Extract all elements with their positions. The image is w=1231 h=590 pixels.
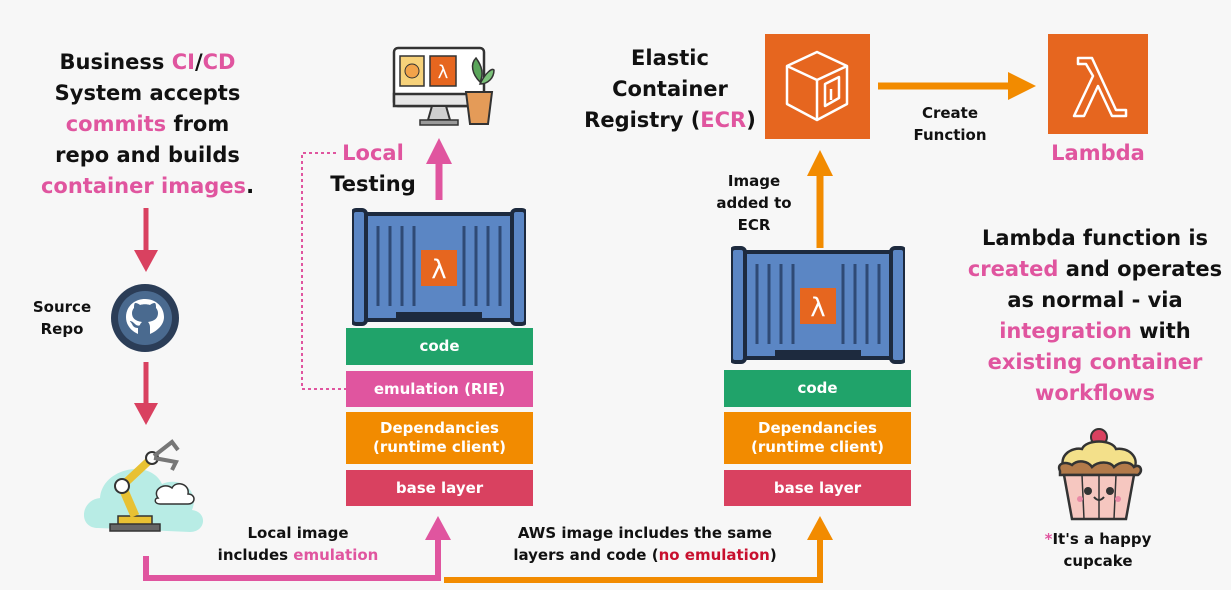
- local-layer-base: base layer: [346, 470, 533, 506]
- local-layer-code: code: [346, 328, 533, 365]
- arrow-to-ecr: [807, 150, 833, 248]
- dotted-connector-emulation: [301, 152, 346, 390]
- ci-cd-description: Business CI/CD System accepts commits fr…: [20, 47, 275, 202]
- image-added-line-1: Image: [727, 172, 781, 190]
- arrow-repo-to-build: [134, 362, 158, 425]
- local-base-text: base layer: [395, 478, 484, 497]
- cupcake-line-2: cupcake: [1063, 552, 1133, 570]
- ecr-cube-icon: [785, 50, 849, 122]
- cupcake-line-1: It's a happy: [1052, 530, 1152, 548]
- source-repo-label: Source Repo: [26, 296, 98, 340]
- lambda-label: Lambda: [1051, 141, 1145, 165]
- create-function-label: Create Function: [900, 102, 1000, 146]
- source-repo-line-2: Repo: [40, 320, 84, 338]
- summary-line-2: and operates: [1065, 257, 1223, 281]
- word-created: created: [967, 257, 1059, 281]
- aws-image-no-emulation: no emulation: [658, 546, 770, 564]
- source-repo-line-1: Source: [32, 298, 92, 316]
- ecr-close: ): [746, 108, 756, 132]
- word-container-images: container images: [40, 174, 247, 198]
- aws-code-text: code: [797, 379, 838, 398]
- cupcake-icon: [1057, 428, 1143, 521]
- aws-dep-line-1: Dependancies: [758, 419, 877, 438]
- arrow-build-to-aws-image: [444, 516, 833, 583]
- lambda-symbol-icon: [1072, 56, 1128, 118]
- local-layer-dependancies: Dependancies (runtime client): [346, 412, 533, 464]
- word-integration: integration: [999, 319, 1132, 343]
- local-dep-line-2: (runtime client): [372, 438, 506, 456]
- word-period: .: [246, 174, 255, 198]
- word-with: with: [1139, 319, 1191, 343]
- word-ci: CI: [171, 50, 195, 74]
- aws-dep-line-2: (runtime client): [750, 438, 884, 456]
- local-layer-emulation: emulation (RIE): [346, 371, 533, 407]
- aws-container-icon: λ: [731, 246, 905, 364]
- local-emulation-text: emulation (RIE): [373, 379, 506, 398]
- ecr-abbr: ECR: [700, 108, 747, 132]
- create-line-2: Function: [913, 126, 987, 144]
- cupcake-caption: *It's a happy cupcake: [1020, 528, 1176, 572]
- local-container-icon: λ: [352, 208, 526, 326]
- arrow-ecr-to-lambda: [878, 72, 1036, 100]
- svg-text:λ: λ: [438, 62, 449, 83]
- aws-layer-base: base layer: [724, 470, 911, 506]
- image-added-label: Image added to ECR: [712, 170, 796, 236]
- arrow-build-to-local-image: [143, 516, 451, 581]
- ci-line-4: repo and builds: [55, 143, 240, 167]
- word-business: Business: [59, 50, 165, 74]
- local-image-includes: includes: [217, 546, 289, 564]
- aws-base-text: base layer: [773, 478, 862, 497]
- testing-word: Testing: [330, 172, 416, 196]
- svg-text:λ: λ: [810, 293, 825, 323]
- local-code-text: code: [419, 337, 460, 356]
- arrow-ci-to-repo: [134, 208, 158, 272]
- local-image-note: Local image includes emulation: [208, 522, 388, 566]
- aws-image-note: AWS image includes the same layers and c…: [500, 522, 790, 566]
- ecr-line-3: Registry (: [584, 108, 701, 132]
- word-workflows: workflows: [1034, 381, 1156, 405]
- ecr-label: Elastic Container Registry (ECR): [582, 43, 758, 136]
- local-testing-label: Local Testing: [318, 138, 428, 200]
- aws-image-line-1: AWS image includes the same: [517, 524, 773, 542]
- svg-text:λ: λ: [431, 255, 446, 285]
- monitor-icon: λ: [392, 46, 495, 126]
- ecr-line-2: Container: [612, 77, 728, 101]
- create-line-1: Create: [921, 104, 979, 122]
- lambda-summary: Lambda function is created and operates …: [960, 223, 1230, 409]
- arrow-to-local-testing: [426, 138, 452, 200]
- ecr-service-icon: [765, 34, 870, 139]
- word-slash: /: [194, 50, 203, 74]
- ecr-line-1: Elastic: [631, 46, 709, 70]
- summary-line-3: as normal - via: [1007, 288, 1183, 312]
- cupcake-star: *: [1044, 530, 1053, 548]
- local-word: Local: [342, 141, 404, 165]
- aws-image-line-2: layers and code (: [513, 546, 659, 564]
- aws-image-close: ): [769, 546, 777, 564]
- aws-layer-dependancies: Dependancies (runtime client): [724, 412, 911, 464]
- local-image-line-1: Local image: [247, 524, 349, 542]
- local-image-emulation: emulation: [293, 546, 379, 564]
- github-icon: [111, 284, 179, 352]
- ci-line-2: System accepts: [54, 81, 241, 105]
- image-added-line-3: ECR: [737, 216, 771, 234]
- word-cd: CD: [202, 50, 236, 74]
- summary-line-1: Lambda function is: [981, 226, 1209, 250]
- word-commits: commits: [65, 112, 167, 136]
- word-from: from: [173, 112, 230, 136]
- local-dep-line-1: Dependancies: [380, 419, 499, 438]
- build-robot-arm-icon: [83, 439, 204, 532]
- lambda-service-icon: [1048, 34, 1148, 134]
- image-added-line-2: added to: [716, 194, 792, 212]
- word-existing-container: existing container: [987, 350, 1203, 374]
- aws-layer-code: code: [724, 370, 911, 407]
